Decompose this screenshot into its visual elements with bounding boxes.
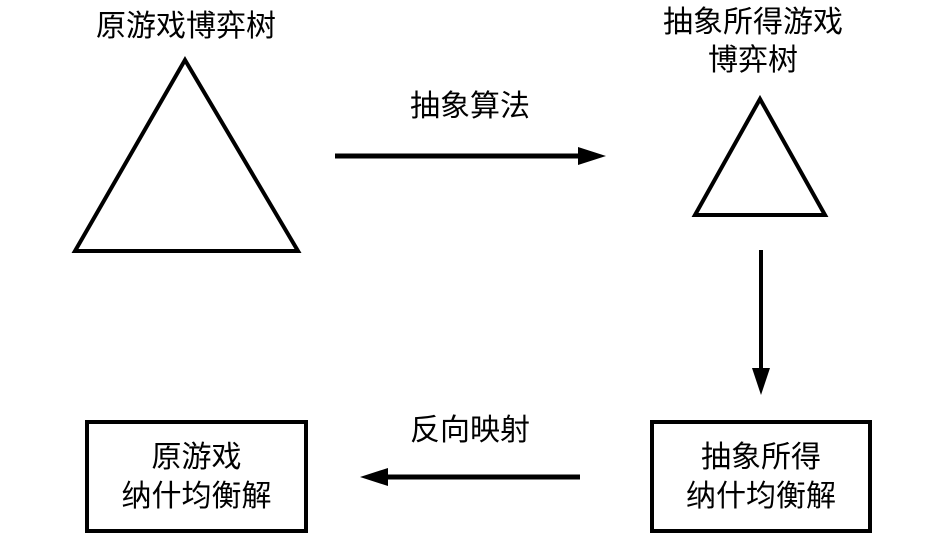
box-abstract-solution-line1: 抽象所得 [701,440,821,474]
label-abstract-game-tree-line2: 博弈树 [708,44,798,78]
box-original-solution-line2: 纳什均衡解 [121,479,272,513]
box-original-game-nash-equilibrium: 原游戏 纳什均衡解 [85,420,308,533]
abstract-game-tree-triangle [691,94,829,217]
box-abstract-solution-line2: 纳什均衡解 [686,479,836,513]
label-original-game-tree: 原游戏博弈树 [96,10,276,43]
box-original-solution-line1: 原游戏 [151,440,242,474]
arrow-abstract-tree-to-abstract-solution [752,250,770,395]
label-reverse-mapping: 反向映射 [410,414,530,447]
label-abstraction-algorithm: 抽象算法 [410,90,530,123]
box-abstract-game-nash-equilibrium: 抽象所得 纳什均衡解 [650,420,872,533]
arrow-reverse-mapping [360,468,580,486]
label-abstract-game-tree-line1: 抽象所得游戏 [663,6,843,39]
original-game-tree-triangle [71,56,302,253]
label-abstract-game-tree: 抽象所得游戏 博弈树 [600,4,906,81]
arrow-abstraction-algorithm [335,147,606,165]
